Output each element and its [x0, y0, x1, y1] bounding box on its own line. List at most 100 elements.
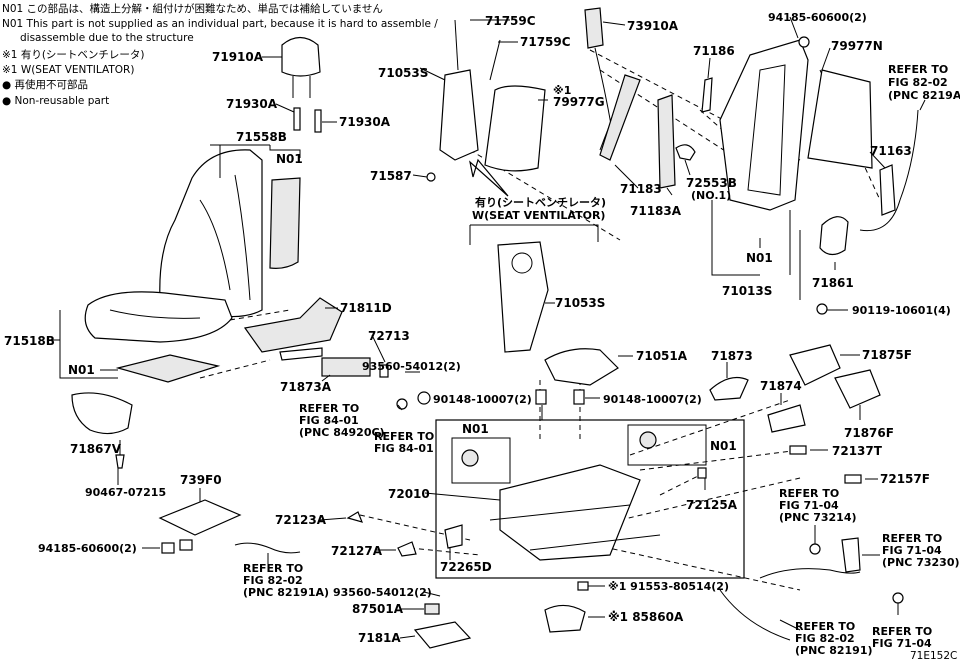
part-72137t [789, 445, 807, 455]
label-90148-left: 90148-10007(2) [433, 393, 532, 406]
part-71861 [819, 216, 849, 256]
clip-part [115, 454, 125, 469]
label-71558b: 71558B [236, 130, 287, 144]
note-n01-jp: N01 この部品は、構造上分解・組付けが困難なため、単品では補給していません [2, 2, 383, 15]
seatback-panel-mid-part [497, 241, 549, 353]
label-71053s-top: 71053S [378, 66, 428, 80]
label-71183: 71183 [620, 182, 662, 196]
label-ref-82191-2: FIG 82-02 [795, 632, 855, 645]
label-ref-73214-1: REFER TO [779, 487, 839, 500]
label-71587: 71587 [370, 169, 412, 183]
part-71874 [767, 404, 806, 433]
label-72125a: 72125A [686, 498, 738, 512]
label-ref-73230-3: (PNC 73230) [882, 556, 960, 569]
part-72553b [675, 144, 696, 161]
label-72137t: 72137T [832, 444, 883, 458]
part-labels: 71759C 71759C 73910A 94185-60600(2) 7191… [4, 11, 960, 662]
part-72125a [697, 467, 707, 479]
label-71873a: 71873A [280, 380, 332, 394]
notes-legend: N01 この部品は、構造上分解・組付けが困難なため、単品では補給していません N… [2, 2, 438, 107]
headrest-part [281, 36, 321, 98]
label-n01-box-right: N01 [710, 439, 737, 453]
label-71875f: 71875F [862, 348, 912, 362]
shield-71811d-part [243, 297, 343, 353]
part-85860a [544, 604, 586, 633]
label-94185-bottom: 94185-60600(2) [38, 542, 137, 555]
side-cover-part [71, 392, 133, 435]
n01-inset-left [451, 437, 511, 484]
label-72553b-no: (NO.1) [691, 189, 731, 202]
label-72713: 72713 [368, 329, 410, 343]
label-ref-7104-2: FIG 71-04 [872, 637, 932, 650]
cable-71183-part [599, 74, 641, 161]
screw-93560-part [396, 391, 431, 410]
label-93560-b: 93560-54012(2) [333, 586, 432, 599]
label-72265d: 72265D [440, 560, 492, 574]
pad-79977n-part [807, 69, 873, 169]
seatback-cover-part [159, 149, 263, 318]
label-72123a: 72123A [275, 513, 327, 527]
part-7181a [413, 621, 472, 649]
label-71163: 71163 [870, 144, 912, 158]
label-71910a: 71910A [212, 50, 264, 64]
label-72010: 72010 [388, 487, 430, 501]
label-ref-8219a-2: FIG 82-02 [888, 76, 948, 89]
screw-91553-part [577, 581, 589, 591]
part-72265d [444, 524, 463, 549]
label-71053s-mid: 71053S [555, 296, 605, 310]
part-71587 [426, 172, 436, 182]
label-72157f: 72157F [880, 472, 930, 486]
label-71051a: 71051A [636, 349, 688, 363]
label-ref-84920-1: REFER TO [299, 402, 359, 415]
note-mark1-en: ※1 W(SEAT VENTILATOR) [2, 64, 134, 76]
label-ref-8401-1: REFER TO [374, 430, 434, 443]
label-ref-84920-3: (PNC 84920C) [299, 426, 385, 439]
label-ref-73214-2: FIG 71-04 [779, 499, 839, 512]
label-71867v: 71867V [70, 442, 122, 456]
plate-739f0-part [158, 499, 242, 536]
part-71186 [701, 77, 713, 113]
label-n01-cushion: N01 [68, 363, 95, 377]
label-ref-8401-2: FIG 84-01 [374, 442, 434, 455]
label-ref-82191a-2: FIG 82-02 [243, 574, 303, 587]
part-71873a [279, 347, 323, 361]
label-ref-82191a-1: REFER TO [243, 562, 303, 575]
label-85860a: ※1 85860A [608, 610, 684, 624]
label-ref-73230-2: FIG 71-04 [882, 544, 942, 557]
diagram-code: 71E152C [910, 650, 957, 662]
label-71861: 71861 [812, 276, 854, 290]
seatback-panel-top-part [439, 19, 501, 161]
seat-cushion-cover-part [84, 291, 233, 343]
label-71874: 71874 [760, 379, 802, 393]
nut-part-bottom [161, 539, 193, 554]
label-79977n: 79977N [831, 39, 883, 53]
label-n01-box-left: N01 [462, 422, 489, 436]
seat-track-72010-part [489, 464, 661, 561]
headrest-guides-part [293, 107, 322, 133]
leader-lines [52, 16, 926, 639]
label-93560-a: 93560-54012(2) [362, 360, 461, 373]
label-ref-82191-3: (PNC 82191) [795, 644, 873, 657]
bolts-90148-part [535, 389, 585, 405]
label-71518b: 71518B [4, 334, 55, 348]
harness-left-part [234, 542, 301, 554]
label-71183a: 71183A [630, 204, 682, 218]
label-91553: ※1 91553-80514(2) [608, 580, 729, 593]
note-n01-en-2: disassemble due to the structure [20, 32, 194, 44]
hose-73910a-part [584, 7, 613, 131]
label-72553b: 72553B [686, 176, 737, 190]
bolt-90119-part [816, 303, 828, 315]
part-72127a [397, 541, 417, 557]
label-ref-73214-3: (PNC 73214) [779, 511, 857, 524]
label-71811d: 71811D [340, 301, 392, 315]
label-ref-84920-2: FIG 84-01 [299, 414, 359, 427]
vent-pad-79977g-part [484, 85, 546, 172]
label-71186: 71186 [693, 44, 735, 58]
label-ref-8219a-1: REFER TO [888, 63, 948, 76]
label-79977g-mark: ※1 [553, 84, 571, 97]
label-739f0: 739F0 [180, 473, 222, 487]
part-72123a [346, 511, 364, 523]
part-87501a [424, 603, 440, 615]
label-71876f: 71876F [844, 426, 894, 440]
label-71930a-right: 71930A [339, 115, 391, 129]
